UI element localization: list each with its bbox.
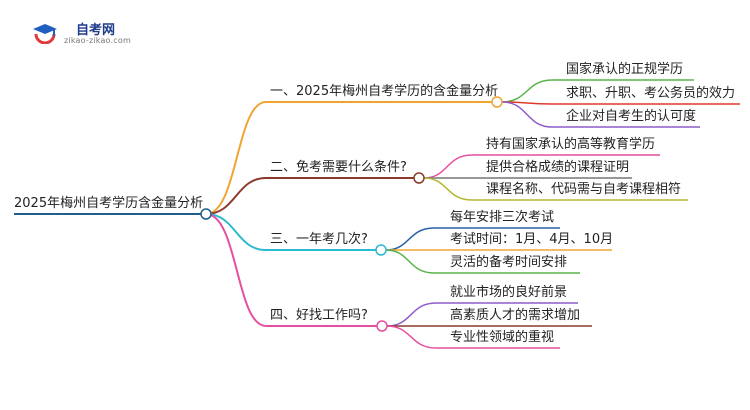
root-branch-connector-2 — [205, 177, 267, 215]
leaf-connector-3-1 — [385, 227, 435, 251]
leaf-topic-2-1: 持有国家承认的高等教育学历 — [486, 137, 656, 152]
leaf-topic-3-1: 每年安排三次考试 — [450, 210, 555, 225]
leaf-topic-3-3: 灵活的备考时间安排 — [450, 255, 568, 270]
branch-node-1 — [491, 96, 503, 108]
leaf-connector-1-1 — [501, 79, 553, 103]
root-branch-connector-3 — [205, 213, 267, 251]
root-junction-node — [200, 208, 212, 220]
branch-topic-2: 二、免考需要什么条件? — [270, 160, 407, 175]
leaf-topic-1-1: 国家承认的正规学历 — [566, 62, 684, 77]
leaf-connector-2-1 — [423, 154, 473, 179]
leaf-connector-4-1 — [386, 302, 437, 327]
leaf-connector-2-3 — [423, 177, 473, 201]
graduation-cap-icon — [33, 24, 57, 44]
site-logo: 自考网 zikao-zikao.com — [32, 18, 142, 48]
root-branch-connector-1 — [205, 101, 267, 215]
leaf-connector-1-3 — [501, 101, 553, 128]
branch-topic-4: 四、好找工作吗? — [270, 308, 368, 323]
leaf-topic-4-2: 高素质人才的需求增加 — [450, 308, 581, 323]
branch-topic-3: 三、一年考几次? — [270, 232, 368, 247]
leaf-topic-1-2: 求职、升职、考公务员的效力 — [566, 86, 736, 101]
root-topic: 2025年梅州自考学历含金量分析 — [14, 196, 204, 211]
leaf-topic-1-3: 企业对自考生的认可度 — [566, 109, 697, 124]
branch-node-3 — [375, 244, 387, 256]
leaf-topic-2-3: 课程名称、代码需与自考课程相符 — [486, 182, 682, 197]
root-branch-connector-4 — [205, 213, 267, 327]
leaf-topic-2-2: 提供合格成绩的课程证明 — [486, 160, 630, 175]
leaf-topic-3-2: 考试时间：1月、4月、10月 — [450, 232, 614, 247]
logo-url: zikao-zikao.com — [64, 36, 131, 45]
leaf-topic-4-1: 就业市场的良好前景 — [450, 285, 568, 300]
logo-name: 自考网 — [76, 23, 116, 38]
branch-node-4 — [376, 320, 388, 332]
leaf-topic-4-3: 专业性领域的重视 — [450, 330, 555, 345]
leaf-connector-4-3 — [386, 325, 437, 349]
leaf-connector-3-3 — [385, 249, 435, 274]
branch-node-2 — [413, 172, 425, 184]
branch-topic-1: 一、2025年梅州自考学历的含金量分析 — [270, 84, 499, 99]
